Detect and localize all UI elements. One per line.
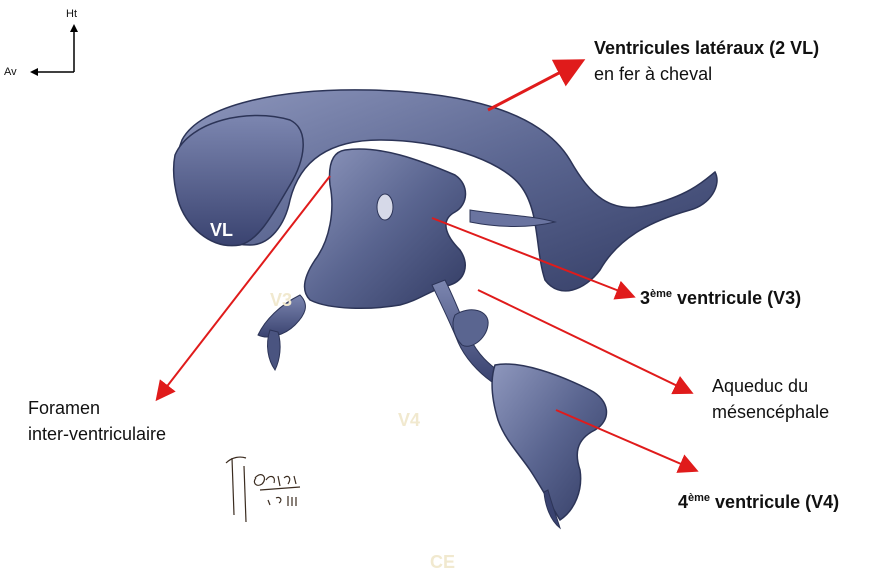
axis-left-label: Av xyxy=(4,66,17,78)
label-fourth-prefix: 4 xyxy=(678,492,688,512)
lateral-process-shape xyxy=(453,310,488,347)
label-lateral-ventricles-subtitle: en fer à cheval xyxy=(594,64,712,85)
label-fourth-ventricle: 4ème ventricule (V4) xyxy=(678,492,839,513)
mark-v3: V3 xyxy=(270,290,292,311)
axis-left-arrow-icon xyxy=(30,68,38,76)
label-aqueduct-line2: mésencéphale xyxy=(712,402,829,423)
label-foramen-line1: Foramen xyxy=(28,398,100,419)
artist-signature xyxy=(226,457,300,522)
label-lateral-ventricles: Ventricules latéraux (2 VL) xyxy=(594,38,819,59)
frontal-horn-shape xyxy=(174,115,304,245)
label-third-ventricle: 3ème ventricule (V3) xyxy=(640,288,801,309)
label-foramen-line2: inter-ventriculaire xyxy=(28,424,166,445)
infundibular-recess-shape xyxy=(268,330,281,370)
label-aqueduct-line1: Aqueduc du xyxy=(712,376,808,397)
mark-v4: V4 xyxy=(398,410,420,431)
mark-ce: CE xyxy=(430,552,455,573)
axis-up-label: Ht xyxy=(66,8,77,20)
label-third-rest: ventricule (V3) xyxy=(672,288,801,308)
label-third-prefix: 3 xyxy=(640,288,650,308)
label-fourth-rest: ventricule (V4) xyxy=(710,492,839,512)
mark-vl: VL xyxy=(210,220,233,241)
label-fourth-sup: ème xyxy=(688,492,710,504)
interthalamic-adhesion-hole xyxy=(377,194,393,220)
axis-up-arrow-icon xyxy=(70,24,78,32)
arrow-lateral xyxy=(488,62,580,110)
label-third-sup: ème xyxy=(650,288,672,300)
